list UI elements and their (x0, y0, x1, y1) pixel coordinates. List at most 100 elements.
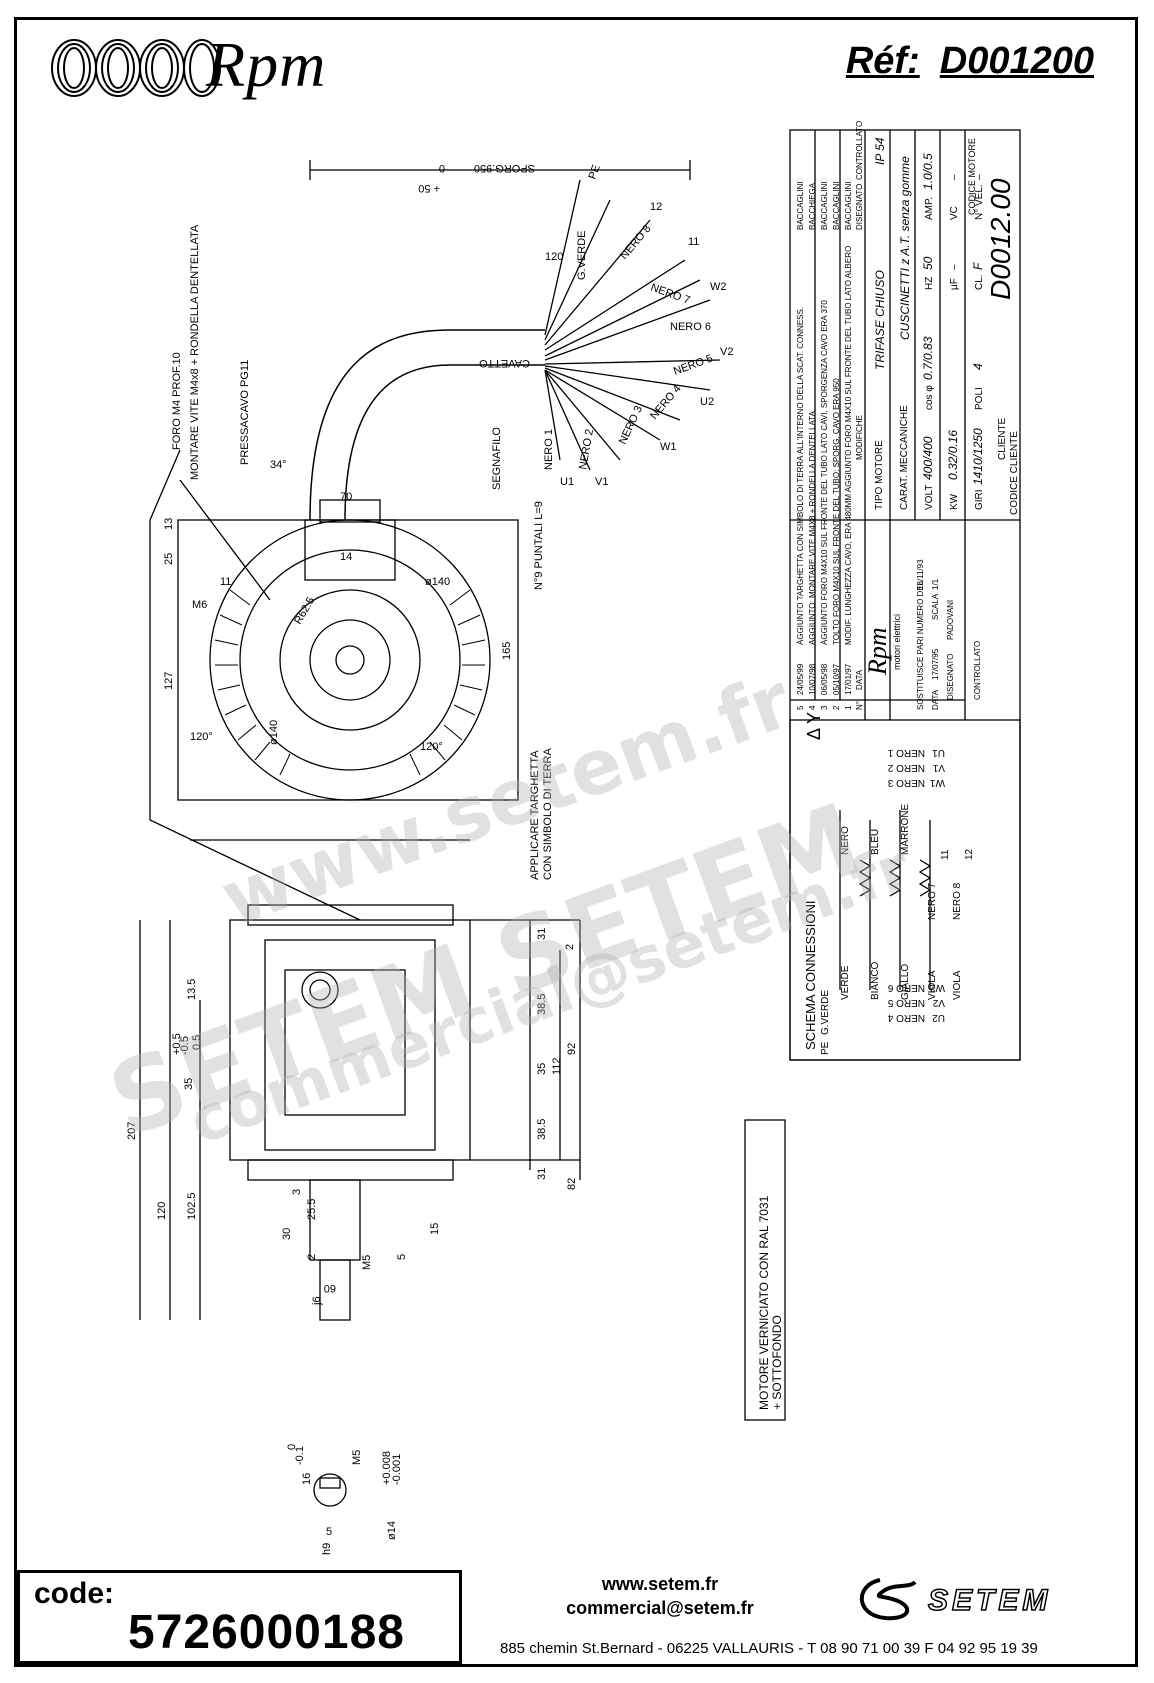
term-gverde: G.VERDE (820, 990, 831, 1035)
rev5-date: 24/05/99 (796, 663, 805, 695)
spec-motori: motori elettrici (892, 614, 902, 670)
wire-nero2: NERO 2 (577, 428, 596, 470)
spec-poli: 4 (971, 363, 985, 370)
spec-kw-label: KW (949, 493, 960, 510)
dim-38-bot: 38.5 (536, 1119, 548, 1140)
spec-vc: – (949, 174, 960, 180)
rev2-no: 2 (832, 705, 841, 710)
term-11: 11 (940, 849, 951, 860)
spec-tipo: TRIFASE CHIUSO (873, 270, 887, 370)
drawing-frame (14, 17, 1138, 1667)
dim-05-pos: +0.5 (171, 1033, 183, 1055)
wire-nero4: NERO 4 (648, 383, 684, 422)
spec-rpm: Rpm (863, 627, 892, 676)
spec-amp: 1.0/0.5 (921, 153, 935, 190)
dim-14: 14 (340, 551, 352, 563)
schema-symbols: Δ Y (804, 712, 824, 740)
rev-header-no: N° (855, 701, 864, 710)
spec-codice-motore-label: CODICE MOTORE (967, 138, 977, 215)
wire-nero5: NERO 5 (672, 353, 715, 378)
spec-hz: 50 (921, 256, 935, 270)
rev4-date: 10/07/98 (808, 663, 817, 695)
spec-cos-label: cos φ (924, 385, 935, 410)
schema-bianco: BIANCO (870, 961, 881, 1000)
dim-5: 5 (396, 1254, 408, 1260)
term-12: 12 (964, 848, 975, 860)
rev5-no: 5 (796, 705, 805, 710)
schema-viola-a: VIOLA (927, 970, 938, 1000)
dim-phi: 60 (324, 1282, 336, 1294)
wire-u1: U1 (560, 476, 574, 488)
dim-2: 2 (564, 944, 576, 950)
schema-marrone: MARRONE (900, 804, 911, 855)
dim-tol-neg: -0.001 (391, 1454, 403, 1485)
rev1-desc: MODIF. LUNGHEZZA CAVO, ERA 480MM AGGIUNT… (844, 246, 853, 645)
spec-hz-label: HZ (924, 277, 935, 290)
footer-address: 885 chemin St.Bernard - 06225 VALLAURIS … (500, 1640, 1038, 1657)
dim-120: 120 (156, 1202, 168, 1220)
note-cavetto: CAVETTO (479, 357, 530, 369)
code-label: code: (34, 1577, 115, 1610)
rev2-by: BACCAGLINI (832, 182, 841, 230)
wire-nero7: NERO 7 (649, 282, 692, 307)
dim-92: 92 (566, 1043, 578, 1055)
rev3-date: 06/05/98 (820, 663, 829, 695)
rev1-no: 1 (844, 705, 853, 710)
rev4-no: 4 (808, 705, 817, 710)
wire-12: 12 (650, 201, 662, 213)
wire-pe: PE (587, 163, 603, 181)
wire-v1: V1 (595, 476, 608, 488)
rev3-no: 3 (820, 705, 829, 710)
spec-uf-label: μF (949, 278, 960, 290)
spec-volt-label: VOLT (924, 485, 935, 510)
dim-phi14: ø14 (386, 1521, 398, 1540)
dim-3: 3 (291, 1189, 303, 1195)
term-w2: W2 (930, 982, 945, 993)
ref-label: Réf: (845, 40, 920, 82)
ref-value: D001200 (939, 40, 1094, 82)
dim-j6: j6 (311, 1296, 323, 1306)
dim-5-end: 5 (326, 1526, 332, 1538)
dim-38-top: 38.5 (536, 994, 548, 1015)
dim-112: 112 (551, 1057, 563, 1075)
spec-tipo-label: TIPO MOTORE (874, 440, 885, 510)
schema-nero7: NERO 7 (927, 882, 938, 920)
spec-giri: 1410/1250 (971, 428, 985, 485)
setem-logo-text: SETEM (928, 1584, 1051, 1617)
note-paint-2: + SOTTOFONDO (770, 1315, 784, 1410)
dim-30: 30 (281, 1228, 293, 1240)
rev-header-modifiche: MODIFICHE (855, 415, 864, 460)
spec-cos: 0.7/0.83 (921, 336, 935, 380)
dim-phi140-a: ø140 (425, 576, 450, 588)
term-nero2: NERO 2 (887, 762, 925, 773)
code-box: code: 5726000188 (17, 1570, 462, 1664)
wire-v2: V2 (720, 346, 733, 358)
rev5-desc: AGGIUNTO TARGHETTA CON SIMBOLO DI TERRA … (796, 307, 805, 645)
term-w1: W1 (930, 777, 945, 788)
rpm-coil-logo (51, 39, 221, 97)
spec-uf: – (949, 264, 960, 270)
spec-caratt: CUSCINETTI z A.T. senza gomme (898, 156, 912, 340)
dim-127: 127 (163, 672, 175, 690)
dim-25: 25 (163, 553, 175, 565)
dim-phi140-b: ø140 (268, 720, 280, 745)
dim-m6: M6 (192, 599, 207, 611)
spec-volt: 400/400 (921, 436, 935, 480)
wire-u2: U2 (700, 396, 714, 408)
spec-sostituisce: SOSTITUISCE PARI NUMERO DEL (916, 580, 925, 710)
technical-drawing: FORO M4 PROF.10 MONTARE VITE M4x8 + ROND… (126, 121, 1021, 1555)
wire-w2: W2 (710, 281, 727, 293)
wire-nero3: NERO 3 (617, 404, 645, 446)
spec-data: 17/07/95 (931, 648, 940, 680)
rev-header-data: DATA (855, 669, 864, 690)
term-v1: V1 (932, 762, 945, 773)
note-puntali: N°9 PUNTALI L=9 (533, 501, 545, 590)
brand-name: Rpm (206, 29, 327, 100)
footer-website[interactable]: www.setem.fr (601, 1574, 719, 1594)
wire-11: 11 (688, 236, 699, 248)
spec-kw: 0.32/0.16 (946, 430, 960, 480)
dim-tol-pos: +0.008 (381, 1451, 393, 1485)
footer-email[interactable]: commercial@setem.fr (566, 1598, 754, 1618)
dim-15: 15 (429, 1223, 441, 1235)
spec-disegnato: PADOVANI (946, 600, 955, 640)
